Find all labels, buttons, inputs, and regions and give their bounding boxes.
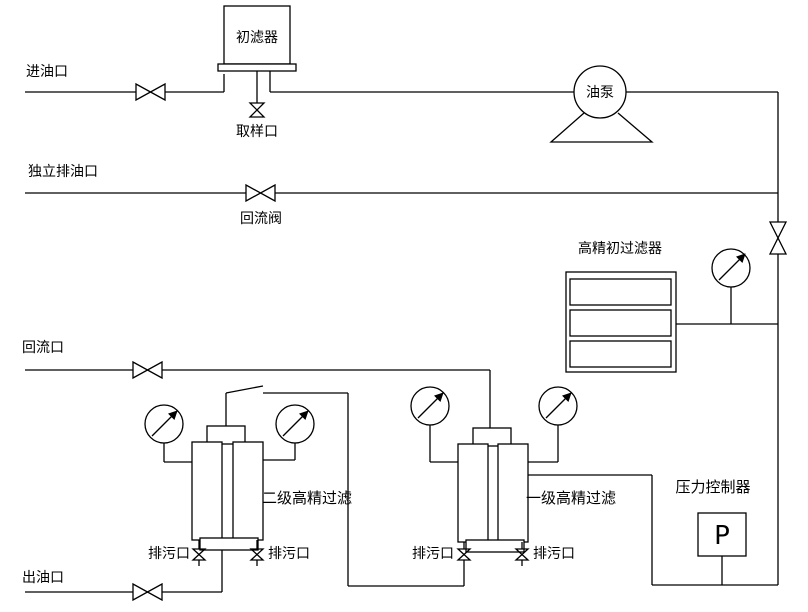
return-valve-label: 回流阀 <box>240 211 282 227</box>
high-precision-prefilter-label: 高精初过滤器 <box>578 240 662 257</box>
prefilter-label: 初滤器 <box>236 29 278 46</box>
high-precision-prefilter[interactable] <box>565 271 677 373</box>
inlet-valve[interactable] <box>135 82 166 102</box>
outlet-line <box>25 550 223 593</box>
pressure-controller-symbol: P <box>714 521 730 551</box>
return-port-valve[interactable] <box>132 360 163 380</box>
secondary-right-gauge <box>263 404 315 461</box>
sampling-port-label: 取样口 <box>236 124 278 140</box>
primary-drain-left[interactable] <box>456 542 472 561</box>
primary-left-gauge <box>410 386 458 463</box>
drain-label-3: 排污口 <box>412 546 454 562</box>
inlet-label: 进油口 <box>26 64 68 80</box>
pressure-controller[interactable] <box>697 512 747 585</box>
primary-drain-right[interactable] <box>514 542 530 566</box>
right-riser-valve[interactable] <box>768 221 788 255</box>
secondary-filter-label: 二级高精过滤 <box>262 489 352 507</box>
drain-label-2: 排污口 <box>268 546 310 562</box>
oil-pump[interactable] <box>549 65 654 143</box>
secondary-left-gauge <box>144 404 192 463</box>
primary-right-gauge <box>528 386 578 463</box>
drain-label-1: 排污口 <box>148 546 190 562</box>
secondary-drain-left[interactable] <box>191 540 207 566</box>
return-port-label: 回流口 <box>22 340 64 356</box>
secondary-top-branch-1 <box>225 385 264 394</box>
return-valve[interactable] <box>245 183 276 203</box>
inlet-line <box>25 74 225 93</box>
oil-pump-label: 油泵 <box>586 85 614 101</box>
secondary-drain-right[interactable] <box>249 540 265 566</box>
sampling-valve[interactable] <box>248 71 266 118</box>
outlet-valve[interactable] <box>132 582 163 602</box>
return-port-line <box>25 369 491 437</box>
outlet-label: 出油口 <box>22 570 64 586</box>
drain-label-4: 排污口 <box>533 546 575 562</box>
pressure-controller-label: 压力控制器 <box>675 478 750 496</box>
secondary-filter[interactable] <box>191 425 264 551</box>
independent-drain-label: 独立排油口 <box>28 164 98 180</box>
primary-filter[interactable] <box>457 427 529 553</box>
prefilter-pressure-gauge <box>711 248 751 324</box>
primary-filter-label: 一级高精过滤 <box>526 489 616 507</box>
prefilter[interactable] <box>217 5 297 72</box>
